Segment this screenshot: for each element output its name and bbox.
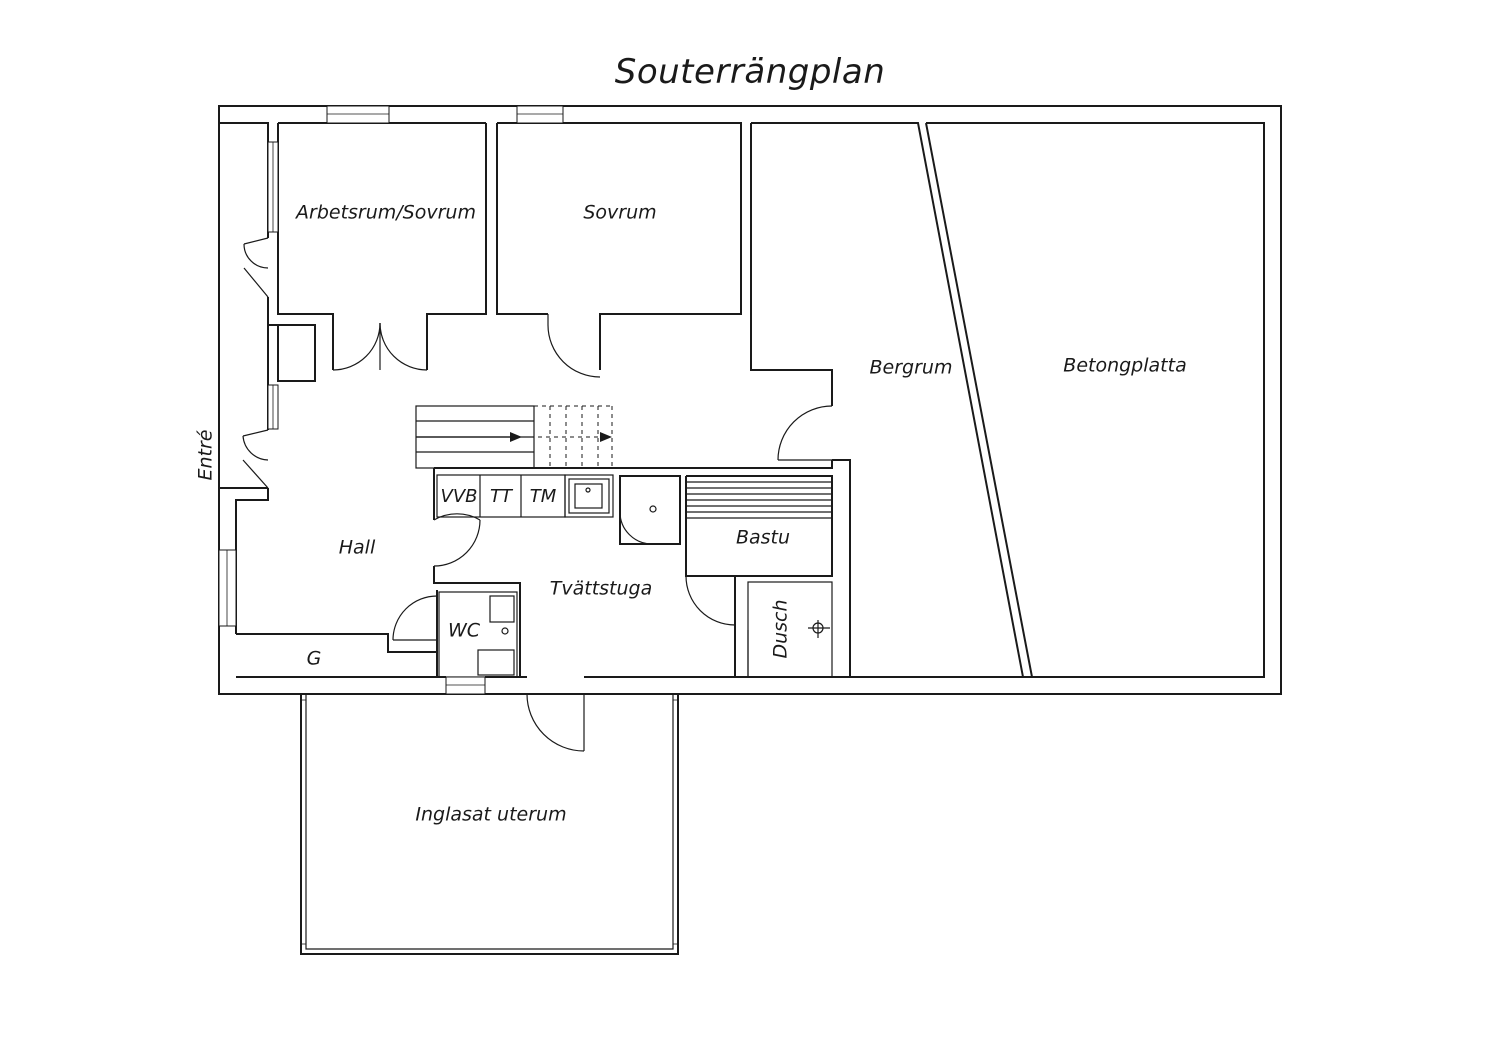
- room-label-uterum: Inglasat uterum: [415, 804, 566, 826]
- uterum-outline: [300, 694, 679, 955]
- room-label-sovrum: Sovrum: [583, 202, 656, 224]
- room-label-hall: Hall: [339, 537, 376, 559]
- appliance-label-vvb: VVB: [441, 486, 478, 507]
- plan-title: Souterrängplan: [614, 52, 886, 92]
- room-label-arbetsrum: Arbetsrum/Sovrum: [294, 202, 476, 224]
- room-label-tvattstuga: Tvättstuga: [550, 578, 653, 600]
- shower-fixture-icon: [808, 620, 830, 638]
- windows: [218, 105, 564, 695]
- outer-walls: [218, 105, 1282, 695]
- room-label-betongplatta: Betongplatta: [1063, 355, 1186, 377]
- staircase: [415, 405, 613, 469]
- room-label-bastu: Bastu: [736, 527, 790, 549]
- room-label-bergrum: Bergrum: [870, 357, 953, 379]
- room-label-g: G: [307, 648, 322, 670]
- room-label-dusch: Dusch: [770, 599, 792, 658]
- doors: [242, 237, 833, 752]
- room-label-wc: WC: [448, 620, 481, 642]
- appliance-label-tt: TT: [490, 486, 514, 507]
- appliance-label-tm: TM: [530, 486, 557, 507]
- room-label-entre: Entré: [195, 430, 217, 481]
